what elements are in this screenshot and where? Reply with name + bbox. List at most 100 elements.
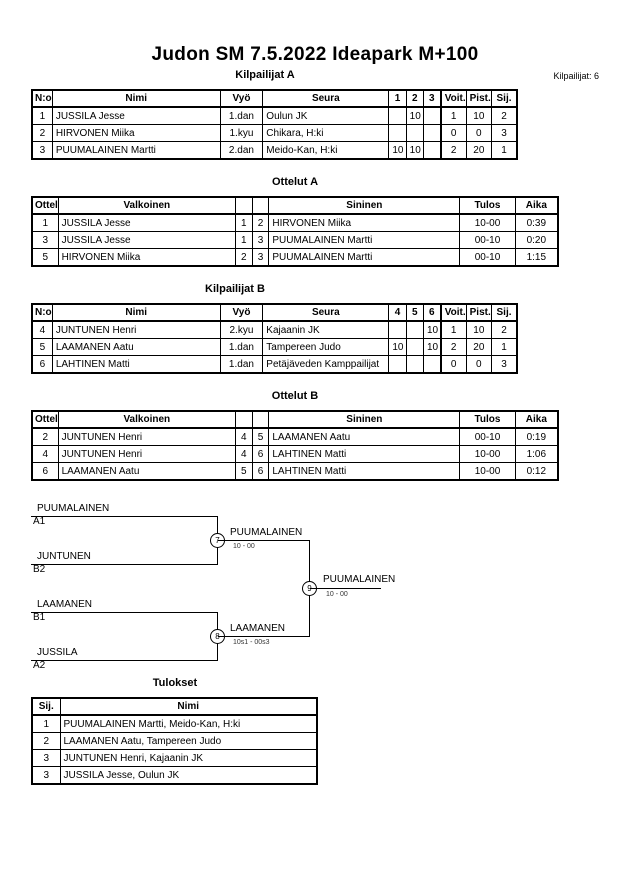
cell: 6	[31, 462, 59, 481]
table-row: 4 JUNTUNEN Henri 4 6 LAHTINEN Matti 10-0…	[31, 445, 559, 463]
results-table: Sij. Nimi 1 PUUMALAINEN Martti, Meido-Ka…	[31, 697, 318, 785]
col-header: 3	[422, 89, 442, 108]
cell: 1.dan	[219, 338, 264, 356]
cell: 1.dan	[219, 355, 264, 374]
cell: 10-00	[459, 445, 516, 463]
match-number-badge: 9	[302, 581, 317, 596]
col-header: Voit.	[439, 303, 467, 322]
table-row: 6 LAHTINEN Matti 1.dan Petäjäveden Kampp…	[31, 355, 518, 374]
cell: Oulun JK	[262, 106, 390, 125]
col-header: Ottelu	[31, 410, 59, 429]
cell: 1	[491, 141, 518, 160]
col-header: 5	[405, 303, 424, 322]
bracket-score: 10 - 00	[326, 591, 348, 598]
bracket-line	[31, 516, 218, 517]
cell: 1	[31, 106, 53, 125]
col-header: Vyö	[219, 303, 264, 322]
cell: 3	[31, 231, 59, 249]
cell: 2.kyu	[219, 320, 264, 339]
bracket-score: 10s1 - 00s3	[233, 639, 270, 646]
cell: LAAMANEN Aatu, Tampereen Judo	[59, 732, 318, 750]
col-header: Sij.	[491, 89, 518, 108]
cell: 1	[234, 231, 253, 249]
cell: 20	[465, 141, 493, 160]
cell: 0	[439, 124, 467, 142]
bracket-line	[31, 612, 218, 613]
cell: 3	[31, 141, 53, 160]
cell: 1	[491, 338, 518, 356]
cell: 1.kyu	[219, 124, 264, 142]
cell	[405, 338, 424, 356]
cell: JUNTUNEN Henri	[57, 427, 236, 446]
results-heading: Tulokset	[152, 677, 198, 689]
cell: 2	[31, 732, 61, 750]
table-row: 1 JUSSILA Jesse 1.dan Oulun JK 10 1 10 2	[31, 106, 518, 125]
cell	[422, 355, 442, 374]
cell	[405, 320, 424, 339]
cell: Petäjäveden Kamppailijat	[262, 355, 390, 374]
matches-a-table: Ottelu Valkoinen Sininen Tulos Aika 1 JU…	[31, 196, 559, 267]
col-header	[251, 196, 270, 215]
table-row: 3 JUSSILA Jesse 1 3 PUUMALAINEN Martti 0…	[31, 231, 559, 249]
col-header: Nimi	[59, 697, 318, 716]
col-header: Valkoinen	[57, 196, 236, 215]
cell: 3	[251, 231, 270, 249]
cell: 2	[31, 427, 59, 446]
col-header: Tulos	[459, 410, 516, 429]
cell: 10	[465, 320, 493, 339]
bracket-line	[31, 564, 218, 565]
cell: JUNTUNEN Henri, Kajaanin JK	[59, 749, 318, 767]
col-header: Voit.	[439, 89, 467, 108]
cell: JUNTUNEN Henri	[57, 445, 236, 463]
cell	[388, 355, 407, 374]
competitor-count: Kilpailijat: 6	[553, 71, 599, 81]
table-row: 2 LAAMANEN Aatu, Tampereen Judo	[31, 732, 318, 750]
cell: 1:06	[514, 445, 559, 463]
cell: 10	[465, 106, 493, 125]
cell: 5	[31, 338, 53, 356]
cell: 00-10	[459, 427, 516, 446]
col-header: Sij.	[491, 303, 518, 322]
bracket-entry-name: PUUMALAINEN	[37, 503, 110, 514]
bracket-entry-name: LAAMANEN	[37, 599, 93, 610]
cell: PUUMALAINEN Martti	[51, 141, 221, 160]
matches-b-header-row: Ottelu Valkoinen Sininen Tulos Aika	[31, 410, 559, 429]
cell	[388, 320, 407, 339]
col-header: Tulos	[459, 196, 516, 215]
cell: 4	[234, 445, 253, 463]
cell: PUUMALAINEN Martti, Meido-Kan, H:ki	[59, 714, 318, 733]
cell: 10	[405, 141, 424, 160]
cell: 00-10	[459, 248, 516, 267]
cell	[422, 141, 442, 160]
cell: 1	[439, 320, 467, 339]
pool-b-heading: Kilpailijat B	[205, 283, 265, 295]
cell: Kajaanin JK	[262, 320, 390, 339]
col-header: Nimi	[51, 303, 221, 322]
table-row: 3 JUNTUNEN Henri, Kajaanin JK	[31, 749, 318, 767]
cell: LAAMANEN Aatu	[268, 427, 461, 446]
cell: 1	[31, 714, 61, 733]
cell: HIRVONEN Miika	[268, 213, 461, 232]
bracket-winner-name: LAAMANEN	[230, 623, 286, 634]
cell: 3	[491, 124, 518, 142]
cell: 0	[439, 355, 467, 374]
col-header: 1	[388, 89, 407, 108]
col-header	[251, 410, 270, 429]
cell: LAHTINEN Matti	[268, 462, 461, 481]
cell: 1	[234, 213, 253, 232]
cell: 0:12	[514, 462, 559, 481]
cell: Meido-Kan, H:ki	[262, 141, 390, 160]
col-header: Aika	[514, 196, 559, 215]
col-header: N:o	[31, 89, 53, 108]
cell: 0:39	[514, 213, 559, 232]
bracket-score: 10 - 00	[233, 543, 255, 550]
cell: 4	[31, 445, 59, 463]
cell: 2	[251, 213, 270, 232]
cell: Tampereen Judo	[262, 338, 390, 356]
cell: HIRVONEN Miika	[57, 248, 236, 267]
col-header	[234, 410, 253, 429]
cell: 3	[31, 766, 61, 785]
cell	[405, 355, 424, 374]
cell: 2	[439, 338, 467, 356]
col-header: Aika	[514, 410, 559, 429]
